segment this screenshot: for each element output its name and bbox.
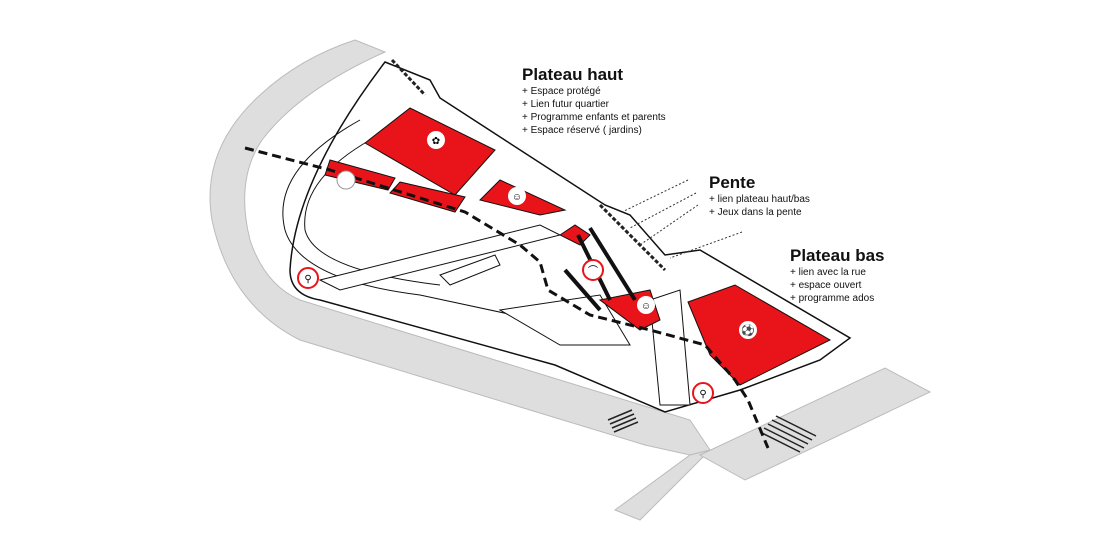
road-south — [613, 449, 712, 521]
label-title: Plateau haut — [522, 65, 624, 84]
zone-jardins — [364, 107, 496, 196]
bicycle-icon: ⚲ — [297, 267, 319, 289]
svg-text:☺: ☺ — [512, 192, 522, 203]
climbing-icon: ☺ — [637, 296, 655, 314]
crosswalk-south — [607, 409, 639, 433]
svg-text:⚽: ⚽ — [740, 324, 755, 337]
svg-text:⚲: ⚲ — [304, 274, 311, 285]
road-west — [209, 39, 711, 456]
label-item: + Jeux dans la pente — [709, 207, 802, 218]
football-icon: ⚽ — [739, 321, 757, 339]
label-item: + Espace réservé ( jardins) — [522, 125, 642, 136]
play-icon: ☺ — [508, 187, 526, 205]
stair-hatches — [390, 58, 667, 272]
pedestrian-route — [244, 146, 770, 449]
walkway-2 — [439, 254, 501, 286]
svg-text:⚲: ⚲ — [699, 389, 706, 400]
inner-track — [282, 119, 561, 326]
label-item: + programme ados — [790, 293, 875, 304]
crosswalk-east — [759, 415, 817, 453]
label-plateau-haut: Plateau haut + Espace protégé + Lien fut… — [522, 65, 666, 137]
label-item: + Programme enfants et parents — [522, 112, 666, 123]
svg-text:⌒: ⌒ — [588, 265, 598, 277]
label-item: + Espace protégé — [522, 86, 601, 97]
label-item: + Lien futur quartier — [522, 99, 609, 110]
label-item: + lien avec la rue — [790, 267, 866, 278]
label-title: Pente — [709, 173, 756, 192]
label-item: + lien plateau haut/bas — [709, 194, 810, 205]
svg-text:✿: ✿ — [432, 136, 440, 147]
gardening-icon: ✿ — [427, 131, 445, 149]
label-title: Plateau bas — [790, 246, 885, 265]
leader-lines — [619, 179, 743, 259]
road-east — [698, 367, 932, 481]
label-pente: Pente + lien plateau haut/bas + Jeux dan… — [709, 173, 810, 219]
svg-text:☺: ☺ — [641, 301, 651, 312]
label-plateau-bas: Plateau bas + lien avec la rue + espace … — [790, 246, 885, 305]
tree-icon — [336, 170, 356, 190]
play-zones — [324, 107, 832, 386]
slide-icon: ⌒ — [582, 259, 604, 281]
bicycle-icon: ⚲ — [692, 382, 714, 404]
label-item: + espace ouvert — [790, 280, 862, 291]
